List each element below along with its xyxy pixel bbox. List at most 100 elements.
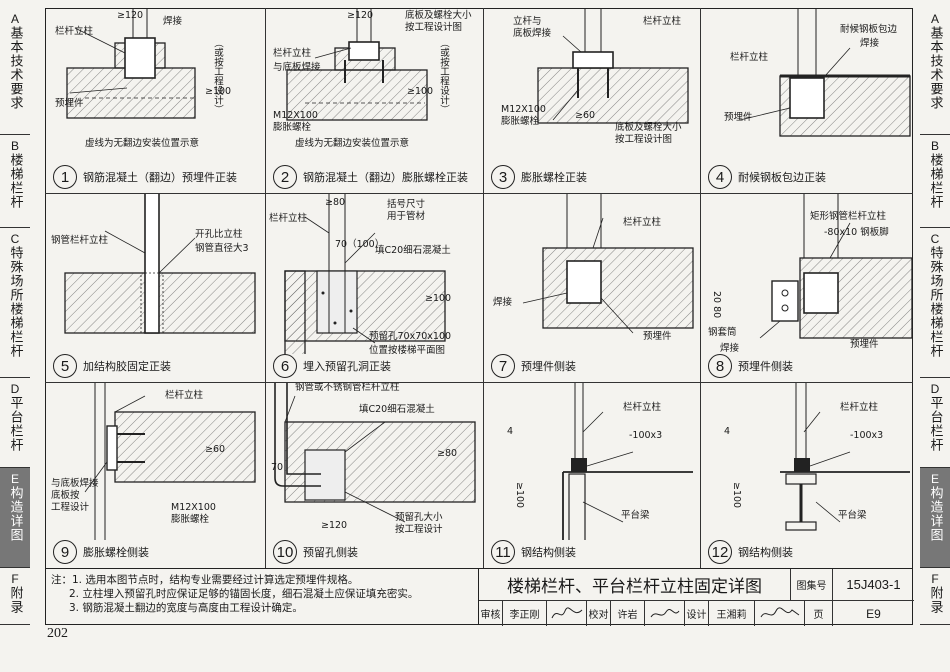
detail-drawing-5 xyxy=(64,193,256,334)
detail-4-label: 焊接 xyxy=(860,38,880,49)
detail-2-label: ≥100 xyxy=(407,86,434,97)
detail-number-badge: 1 xyxy=(53,165,77,189)
detail-9-label: ≥60 xyxy=(205,444,226,455)
detail-drawing-1 xyxy=(66,8,196,119)
side-tab-letter: F xyxy=(11,572,19,586)
detail-caption-11: 11 钢结构侧装 xyxy=(491,540,576,564)
detail-6-label: 70（100） xyxy=(335,239,385,250)
detail-drawing-4 xyxy=(739,8,911,137)
detail-drawing-9 xyxy=(84,382,256,540)
detail-caption-text: 钢筋混凝土（翻边）膨胀螺栓正装 xyxy=(303,171,468,184)
detail-10-label: 钢管或不锈钢管栏杆立柱 xyxy=(295,382,400,393)
side-tab-label: 基本技术要求 xyxy=(7,26,23,110)
side-tab-letter: D xyxy=(930,382,940,396)
detail-6-label: ≥80 xyxy=(325,197,346,208)
detail-3-label: ≥60 xyxy=(575,110,596,121)
detail-6-label: 用于管材 xyxy=(387,211,426,222)
detail-caption-text: 膨胀螺栓侧装 xyxy=(83,546,149,559)
detail-10-label: ≥120 xyxy=(321,520,348,531)
drawing-title: 楼梯栏杆、平台栏杆立柱固定详图 xyxy=(479,569,791,601)
atlas-number: 15J403-1 xyxy=(833,569,914,601)
detail-4-label: 耐候钢板包边 xyxy=(840,24,898,35)
detail-12-label: -100x3 xyxy=(850,430,884,441)
detail-12-label: 栏杆立柱 xyxy=(840,402,879,413)
side-tab-label: 楼梯栏杆 xyxy=(7,153,23,209)
page-number: 202 xyxy=(47,626,68,641)
title-block: 楼梯栏杆、平台栏杆立柱固定详图 图集号 15J403-1 审核 李正刚 校对 许… xyxy=(478,568,914,626)
checker-name: 许岩 xyxy=(611,601,645,626)
detail-3-label: 立杆与 xyxy=(513,16,542,27)
side-tab-letter: B xyxy=(10,139,19,153)
detail-12-label: ≥100 xyxy=(731,482,742,509)
note-1: 注：1. 选用本图节点时，结构专业需要经过计算选定预埋件规格。 xyxy=(51,574,359,586)
detail-number-badge: 9 xyxy=(53,540,77,564)
detail-9-label: 工程设计 xyxy=(51,502,90,513)
detail-11-label: 栏杆立柱 xyxy=(623,402,662,413)
signature-mark xyxy=(551,606,582,618)
detail-caption-text: 耐候钢板包边正装 xyxy=(738,171,826,184)
side-tab-label: 特殊场所楼梯栏杆 xyxy=(927,246,943,358)
detail-number-badge: 10 xyxy=(273,540,297,564)
side-tab-label: 楼梯栏杆 xyxy=(927,153,943,209)
side-tab-letter: A xyxy=(10,12,19,26)
detail-6-label: 栏杆立柱 xyxy=(269,213,308,224)
note-3: 3. 钢筋混凝土翻边的宽度与高度由工程设计确定。 xyxy=(69,602,303,614)
detail-2-label: （或按工程设计） xyxy=(438,38,449,114)
side-tab-label: 平台栏杆 xyxy=(7,396,23,452)
detail-9-label: 底板按 xyxy=(51,490,80,501)
reviewer-name: 李正刚 xyxy=(503,601,547,626)
side-tab-letter: D xyxy=(10,382,20,396)
detail-1-label: ≥100 xyxy=(205,86,232,97)
detail-caption-text: 钢结构侧装 xyxy=(521,546,576,559)
detail-2-label: 底板及螺栓大小 xyxy=(405,10,472,21)
detail-2-label: M12X100 xyxy=(273,110,318,121)
signature-mark xyxy=(650,608,679,617)
detail-drawing-8 xyxy=(759,193,913,339)
detail-2-label: ≥120 xyxy=(347,10,374,21)
detail-8-label: 20 80 xyxy=(711,291,722,319)
column-divider xyxy=(265,8,266,568)
detail-10-label: ≥80 xyxy=(437,448,458,459)
detail-2-label: 按工程设计图 xyxy=(405,22,463,33)
check-label: 校对 xyxy=(587,601,611,626)
detail-number-badge: 8 xyxy=(708,354,732,378)
page-label: 页 xyxy=(805,601,833,626)
detail-number-badge: 11 xyxy=(491,540,515,564)
detail-number-badge: 6 xyxy=(273,354,297,378)
detail-drawing-7 xyxy=(522,193,694,334)
detail-12-label: 平台梁 xyxy=(838,510,867,521)
detail-caption-text: 预留孔侧装 xyxy=(303,546,358,559)
designer-name: 王湘莉 xyxy=(709,601,755,626)
row-divider xyxy=(45,382,913,383)
detail-6-label: 位置按楼梯平面图 xyxy=(369,345,446,356)
detail-caption-9: 9 膨胀螺栓侧装 xyxy=(53,540,149,564)
detail-caption-text: 预埋件侧装 xyxy=(738,360,793,373)
detail-1-label: 预埋件 xyxy=(55,98,84,109)
side-tab-letter: A xyxy=(930,12,939,26)
detail-10-label: 70 xyxy=(271,462,284,473)
